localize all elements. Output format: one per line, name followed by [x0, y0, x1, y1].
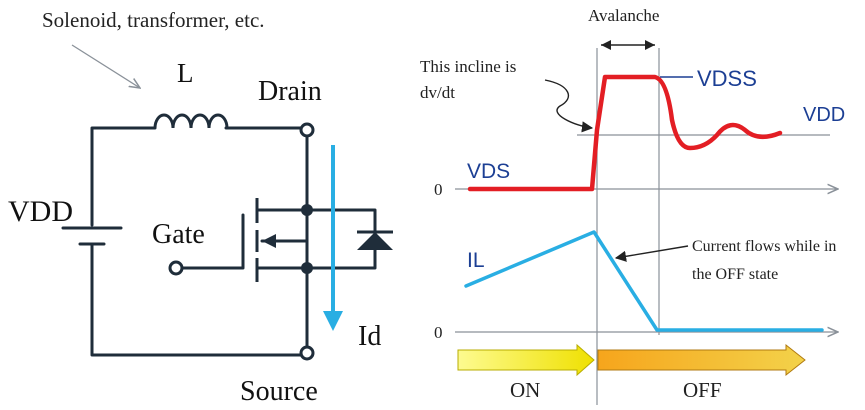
vdd-label: VDD — [803, 104, 845, 126]
drain-terminal — [299, 122, 315, 138]
current-pointer-arrow — [614, 245, 689, 262]
mosfet-symbol — [255, 198, 276, 282]
avalanche-span-arrow — [601, 40, 655, 50]
on-label: ON — [510, 378, 540, 402]
on-phase-arrow — [457, 343, 595, 377]
off-phase-arrow — [597, 343, 806, 377]
current-note-line2: the OFF state — [692, 266, 778, 283]
supply-label: VDD — [8, 195, 73, 228]
current-label: Id — [358, 321, 381, 352]
vds-label: VDS — [467, 160, 510, 183]
incline-pointer-arrow — [544, 79, 594, 133]
drain-node-dot — [301, 204, 313, 216]
vds-waveform — [467, 74, 783, 192]
gate-terminal — [168, 260, 184, 276]
circuit: Solenoid, transformer, etc. L Drain VDD … — [8, 8, 393, 407]
drain-label: Drain — [258, 76, 322, 107]
inductor-label: L — [177, 58, 194, 88]
il-label: IL — [467, 249, 485, 272]
incline-note-line1: This incline is — [420, 57, 516, 76]
inductor-coil — [153, 113, 229, 129]
source-label: Source — [240, 376, 318, 407]
vdss-label: VDSS — [697, 66, 757, 91]
battery-symbol — [61, 226, 123, 246]
gate-label: Gate — [152, 219, 205, 250]
incline-note-line2: dv/dt — [420, 83, 455, 102]
avalanche-label: Avalanche — [588, 6, 659, 25]
waveforms: Avalanche This incline is dv/dt VDD VDSS… — [420, 6, 845, 405]
circuit-caption: Solenoid, transformer, etc. — [42, 8, 265, 32]
circuit-wires — [90, 126, 377, 357]
current-note-line1: Current flows while in — [692, 238, 836, 255]
body-diode — [357, 230, 393, 250]
off-label: OFF — [683, 378, 722, 402]
caption-pointer-arrow — [71, 44, 140, 88]
il-zero-label: 0 — [434, 323, 443, 342]
source-node-dot — [301, 262, 313, 274]
vds-zero-label: 0 — [434, 180, 443, 199]
source-terminal — [299, 345, 315, 361]
il-waveform — [464, 230, 824, 332]
